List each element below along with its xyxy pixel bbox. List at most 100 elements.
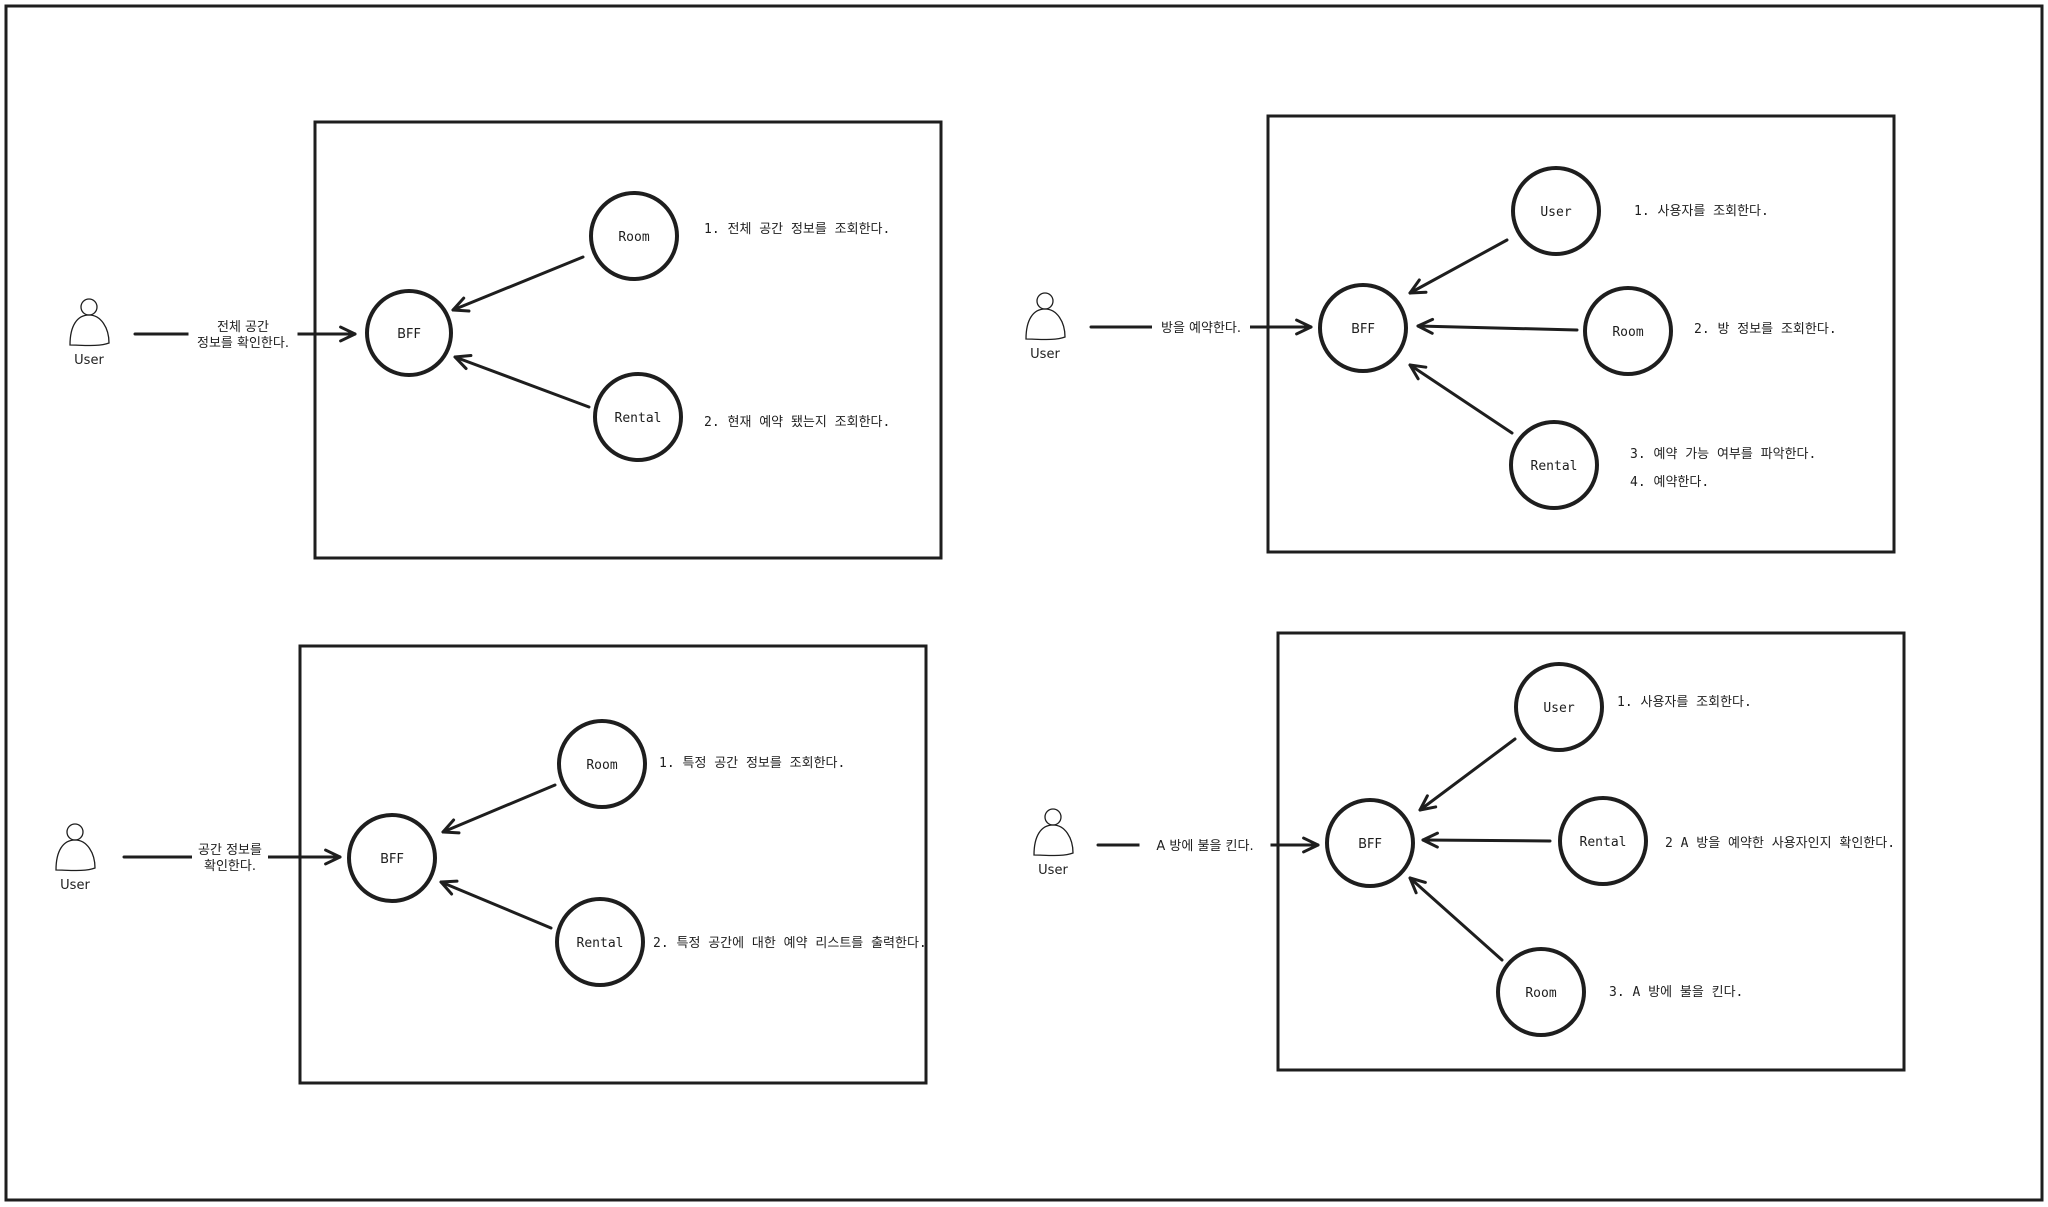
actor-user-icon[interactable]: User xyxy=(55,823,96,893)
bff-node-label: BFF xyxy=(1358,837,1382,852)
edge-line xyxy=(1416,324,1579,332)
step-annotation: 3. A 방에 불을 킨다. xyxy=(1609,985,1743,1000)
service-boundary-box[interactable] xyxy=(313,120,943,560)
edge-user-to-bff[interactable] xyxy=(1408,238,1509,295)
actor-label: User xyxy=(1038,863,1068,878)
request-label-bg xyxy=(1152,317,1250,337)
service-node-user[interactable]: User xyxy=(1514,662,1604,752)
edge-line xyxy=(1408,876,1504,962)
request-arrow-head xyxy=(339,325,357,343)
edge-arrow-head xyxy=(1418,794,1438,812)
actor-head xyxy=(1044,808,1062,826)
service-node-circle xyxy=(1509,420,1599,510)
bff-node[interactable]: BFF xyxy=(1318,283,1408,373)
service-node-label: Rental xyxy=(615,411,662,426)
step-annotation: 2. 현재 예약 됐는지 조회한다. xyxy=(704,415,890,430)
service-node-room[interactable]: Room xyxy=(1583,286,1673,376)
bff-node[interactable]: BFF xyxy=(1325,798,1415,888)
service-node-rental[interactable]: Rental xyxy=(593,372,683,462)
edge-line xyxy=(451,255,585,312)
actor-label: User xyxy=(60,878,90,893)
service-node-circle xyxy=(593,372,683,462)
edge-arrow-head xyxy=(1408,278,1428,295)
edge-rental-to-bff[interactable] xyxy=(453,354,591,409)
edge-line xyxy=(1421,838,1552,843)
step-annotation: 2 A 방을 예약한 사용자인지 확인한다. xyxy=(1665,836,1895,851)
actor-head xyxy=(66,823,84,841)
edge-arrow-head xyxy=(1416,317,1435,335)
service-node-label: Rental xyxy=(1580,835,1627,850)
bff-node[interactable]: BFF xyxy=(365,289,453,377)
actor-user-icon[interactable]: User xyxy=(69,298,110,368)
service-node-rental[interactable]: Rental xyxy=(1558,796,1648,886)
bff-node-circle xyxy=(1325,798,1415,888)
service-node-rental[interactable]: Rental xyxy=(1509,420,1599,510)
request-label: A 방에 불을 킨다. xyxy=(1156,839,1253,854)
service-node-label: Room xyxy=(586,758,617,773)
service-node-circle xyxy=(557,719,647,809)
actor-body xyxy=(1025,308,1066,341)
edge-arrow-head xyxy=(1408,876,1427,895)
bff-node-circle xyxy=(1318,283,1408,373)
request-label: 방을 예약한다. xyxy=(1161,321,1241,336)
service-node-room[interactable]: Room xyxy=(1496,947,1586,1037)
service-node-label: Rental xyxy=(1531,459,1578,474)
bff-node-label: BFF xyxy=(380,852,404,867)
edge-room-to-bff[interactable] xyxy=(441,783,557,835)
request-arrow-head xyxy=(1302,836,1320,854)
service-boundary-box[interactable] xyxy=(1266,114,1896,554)
edge-room-to-bff[interactable] xyxy=(1408,876,1504,962)
bff-node-circle xyxy=(347,813,437,903)
edge-arrow-head xyxy=(439,879,459,896)
service-node-circle xyxy=(555,897,645,987)
bff-node[interactable]: BFF xyxy=(347,813,437,903)
service-boundary-box[interactable] xyxy=(1276,631,1906,1072)
request-arrow[interactable]: 방을 예약한다. xyxy=(1089,317,1313,337)
request-label: 공간 정보를 xyxy=(198,843,262,858)
edge-rental-to-bff[interactable] xyxy=(1421,831,1552,849)
service-node-circle xyxy=(589,191,679,281)
actor-head xyxy=(80,298,98,316)
bff-node-label: BFF xyxy=(397,327,421,342)
edge-line xyxy=(1408,238,1509,295)
request-arrow[interactable]: A 방에 불을 킨다. xyxy=(1096,835,1320,855)
actor-head xyxy=(1036,292,1054,310)
request-label-bg xyxy=(192,839,268,875)
edge-rental-to-bff[interactable] xyxy=(1408,363,1514,435)
service-node-circle xyxy=(1511,166,1601,256)
request-label: 확인한다. xyxy=(204,859,256,874)
service-node-label: Room xyxy=(1612,325,1643,340)
edge-line xyxy=(441,783,557,834)
edge-room-to-bff[interactable] xyxy=(451,255,585,313)
service-node-user[interactable]: User xyxy=(1511,166,1601,256)
actor-user-icon[interactable]: User xyxy=(1025,292,1066,362)
service-boundary-box[interactable] xyxy=(298,644,928,1085)
actor-user-icon[interactable]: User xyxy=(1033,808,1074,878)
edge-rental-to-bff[interactable] xyxy=(439,879,553,930)
edge-arrow-head xyxy=(1408,363,1428,381)
actor-body xyxy=(69,314,110,347)
bff-node-label: BFF xyxy=(1351,322,1375,337)
service-node-label: Rental xyxy=(577,936,624,951)
edge-user-to-bff[interactable] xyxy=(1418,737,1517,812)
edge-arrow-head xyxy=(453,354,473,371)
actor-body xyxy=(55,839,96,872)
service-node-room[interactable]: Room xyxy=(589,191,679,281)
service-node-rental[interactable]: Rental xyxy=(555,897,645,987)
step-annotation: 3. 예약 가능 여부를 파악한다. xyxy=(1630,447,1816,462)
edge-line xyxy=(1408,363,1514,435)
service-node-circle xyxy=(1583,286,1673,376)
step-annotation: 4. 예약한다. xyxy=(1630,475,1709,490)
request-label-bg xyxy=(1139,835,1271,855)
service-node-circle xyxy=(1514,662,1604,752)
service-node-room[interactable]: Room xyxy=(557,719,647,809)
edge-arrow-head xyxy=(441,818,461,835)
actor-label: User xyxy=(1030,347,1060,362)
edge-room-to-bff[interactable] xyxy=(1416,317,1579,335)
service-node-label: User xyxy=(1540,205,1571,220)
